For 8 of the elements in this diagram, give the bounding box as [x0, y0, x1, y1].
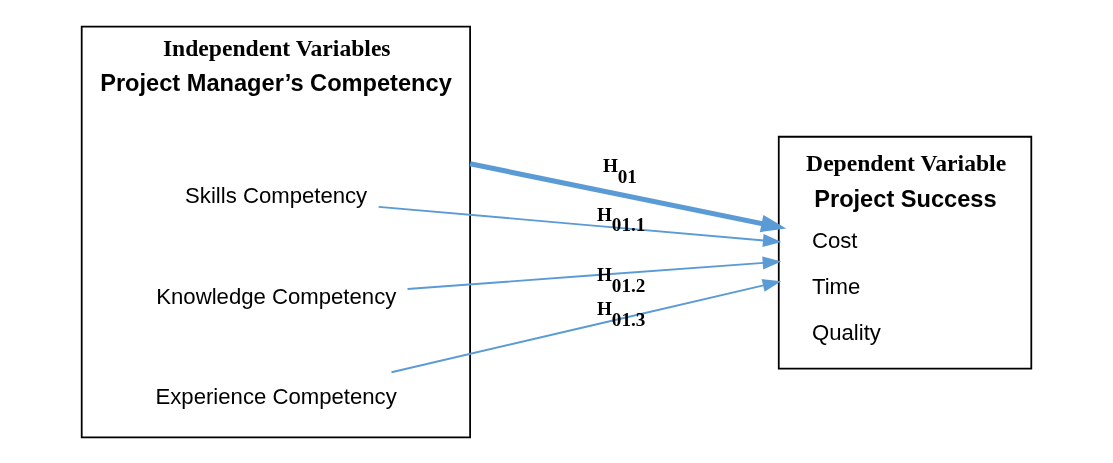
node-text: Experience Competency — [155, 383, 397, 409]
node-text: Skills Competency — [185, 182, 368, 208]
node-text: Knowledge Competency — [156, 283, 397, 309]
arrow — [406, 255, 782, 290]
arrow — [469, 160, 787, 232]
node-box: Dependent Variable Project Success Cost Time Quality — [777, 135, 1033, 369]
arrow — [377, 205, 782, 247]
arrow — [390, 278, 782, 373]
